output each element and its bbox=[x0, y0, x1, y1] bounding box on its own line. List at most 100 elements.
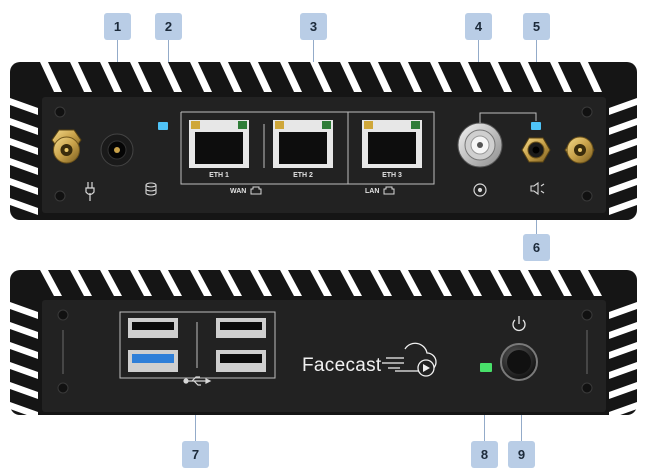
cooling-fin-slot bbox=[10, 362, 38, 379]
usb-port-2[interactable] bbox=[128, 350, 178, 372]
callout-2-leader bbox=[168, 40, 169, 62]
cooling-fin-slot bbox=[130, 62, 152, 92]
callout-1-leader bbox=[117, 40, 118, 62]
wan-label: WAN bbox=[230, 188, 247, 195]
cooling-fin-slot bbox=[100, 270, 122, 296]
callout-9-leader bbox=[521, 414, 522, 441]
speaker-icon bbox=[530, 181, 545, 196]
callout-5: 5 bbox=[523, 13, 550, 40]
cooling-fin-slot bbox=[340, 62, 362, 92]
callout-8: 8 bbox=[471, 441, 498, 468]
cooling-fin-slot bbox=[609, 178, 637, 195]
usb-group-frame bbox=[119, 311, 276, 379]
usb-port-1[interactable] bbox=[128, 318, 178, 338]
cooling-fin-slot bbox=[10, 118, 38, 135]
cooling-fin-slot bbox=[160, 270, 182, 296]
callout-3: 3 bbox=[300, 13, 327, 40]
cooling-fin-slot bbox=[10, 178, 38, 195]
callout-6-leader bbox=[536, 212, 537, 234]
wan-network-icon bbox=[250, 186, 262, 195]
usb-port-3[interactable] bbox=[216, 318, 266, 338]
cooling-fin-slot bbox=[609, 382, 637, 399]
facecast-logo-icon bbox=[382, 342, 437, 377]
cooling-fin-slot bbox=[10, 382, 38, 399]
cooling-fin-slot bbox=[40, 270, 62, 296]
callout-4: 4 bbox=[465, 13, 492, 40]
cooling-fin-slot bbox=[10, 302, 38, 319]
usb-port-4[interactable] bbox=[216, 350, 266, 372]
cooling-fin-slot bbox=[609, 342, 637, 359]
cooling-fin-slot bbox=[220, 62, 242, 92]
front-faceplate bbox=[42, 300, 606, 412]
cooling-fin-slot bbox=[400, 270, 422, 296]
eth2-label: ETH 2 bbox=[293, 172, 313, 179]
ethernet-group-frame bbox=[180, 111, 435, 185]
cooling-fin-slot bbox=[550, 270, 572, 296]
antenna-connector-left[interactable] bbox=[51, 129, 82, 164]
eth1-port[interactable] bbox=[189, 120, 249, 168]
cooling-fin-slot bbox=[430, 270, 452, 296]
cooling-fin-slot bbox=[310, 62, 332, 92]
cooling-fin-slot bbox=[520, 270, 542, 296]
cooling-fin-slot bbox=[10, 138, 38, 155]
cooling-fin-slot bbox=[190, 62, 212, 92]
cooling-fin-slot bbox=[580, 270, 602, 296]
cooling-fin-slot bbox=[609, 118, 637, 135]
cooling-fin-slot bbox=[609, 158, 637, 175]
cooling-fin-slot bbox=[400, 62, 422, 92]
cooling-fin-slot bbox=[190, 270, 212, 296]
storage-icon bbox=[145, 182, 157, 196]
cooling-fin-slot bbox=[100, 62, 122, 92]
cooling-fin-slot bbox=[490, 270, 512, 296]
eth2-port[interactable] bbox=[273, 120, 333, 168]
rear-screws bbox=[54, 106, 593, 202]
cooling-fin-slot bbox=[130, 270, 152, 296]
cooling-fin-slot bbox=[609, 362, 637, 379]
cooling-fin-slot bbox=[160, 62, 182, 92]
callout-9: 9 bbox=[508, 441, 535, 468]
cooling-fin-slot bbox=[310, 270, 332, 296]
power-button[interactable] bbox=[500, 343, 538, 381]
cooling-fin-slot bbox=[10, 98, 38, 115]
cooling-fin-slot bbox=[250, 62, 272, 92]
cooling-fin-slot bbox=[40, 62, 62, 92]
cooling-fin-slot bbox=[10, 402, 38, 419]
eth3-port[interactable] bbox=[362, 120, 422, 168]
rear-cooling-fins bbox=[10, 62, 637, 215]
callout-7-leader bbox=[195, 414, 196, 441]
usb-icon bbox=[183, 376, 212, 386]
callout-6: 6 bbox=[523, 234, 550, 261]
power-led bbox=[480, 363, 492, 372]
callout-5-leader bbox=[536, 40, 537, 62]
cooling-fin-slot bbox=[370, 62, 392, 92]
cooling-fin-slot bbox=[220, 270, 242, 296]
dc-power-jack[interactable] bbox=[100, 133, 134, 167]
callout-1: 1 bbox=[104, 13, 131, 40]
antenna-connector-right[interactable] bbox=[564, 136, 595, 164]
cooling-fin-slot bbox=[460, 62, 482, 92]
audio-status-led bbox=[531, 122, 541, 130]
power-symbol-icon bbox=[512, 316, 526, 332]
callout-7: 7 bbox=[182, 441, 209, 468]
front-cooling-fins bbox=[10, 270, 637, 419]
storage-status-led bbox=[158, 122, 168, 130]
bnc-connector[interactable] bbox=[457, 122, 503, 168]
power-plug-icon bbox=[85, 182, 95, 201]
audio-jack[interactable] bbox=[521, 137, 551, 163]
cooling-fin-slot bbox=[550, 62, 572, 92]
brand-name: Facecast bbox=[302, 355, 382, 376]
cooling-fin-slot bbox=[460, 270, 482, 296]
eth3-label: ETH 3 bbox=[382, 172, 402, 179]
cooling-fin-slot bbox=[10, 322, 38, 339]
cooling-fin-slot bbox=[609, 198, 637, 215]
callout-8-leader bbox=[484, 414, 485, 441]
callout-2: 2 bbox=[155, 13, 182, 40]
cooling-fin-slot bbox=[370, 270, 392, 296]
cooling-fin-slot bbox=[70, 270, 92, 296]
cooling-fin-slot bbox=[10, 342, 38, 359]
cooling-fin-slot bbox=[430, 62, 452, 92]
front-panel bbox=[10, 270, 637, 419]
cooling-fin-slot bbox=[520, 62, 542, 92]
cooling-fin-slot bbox=[609, 138, 637, 155]
